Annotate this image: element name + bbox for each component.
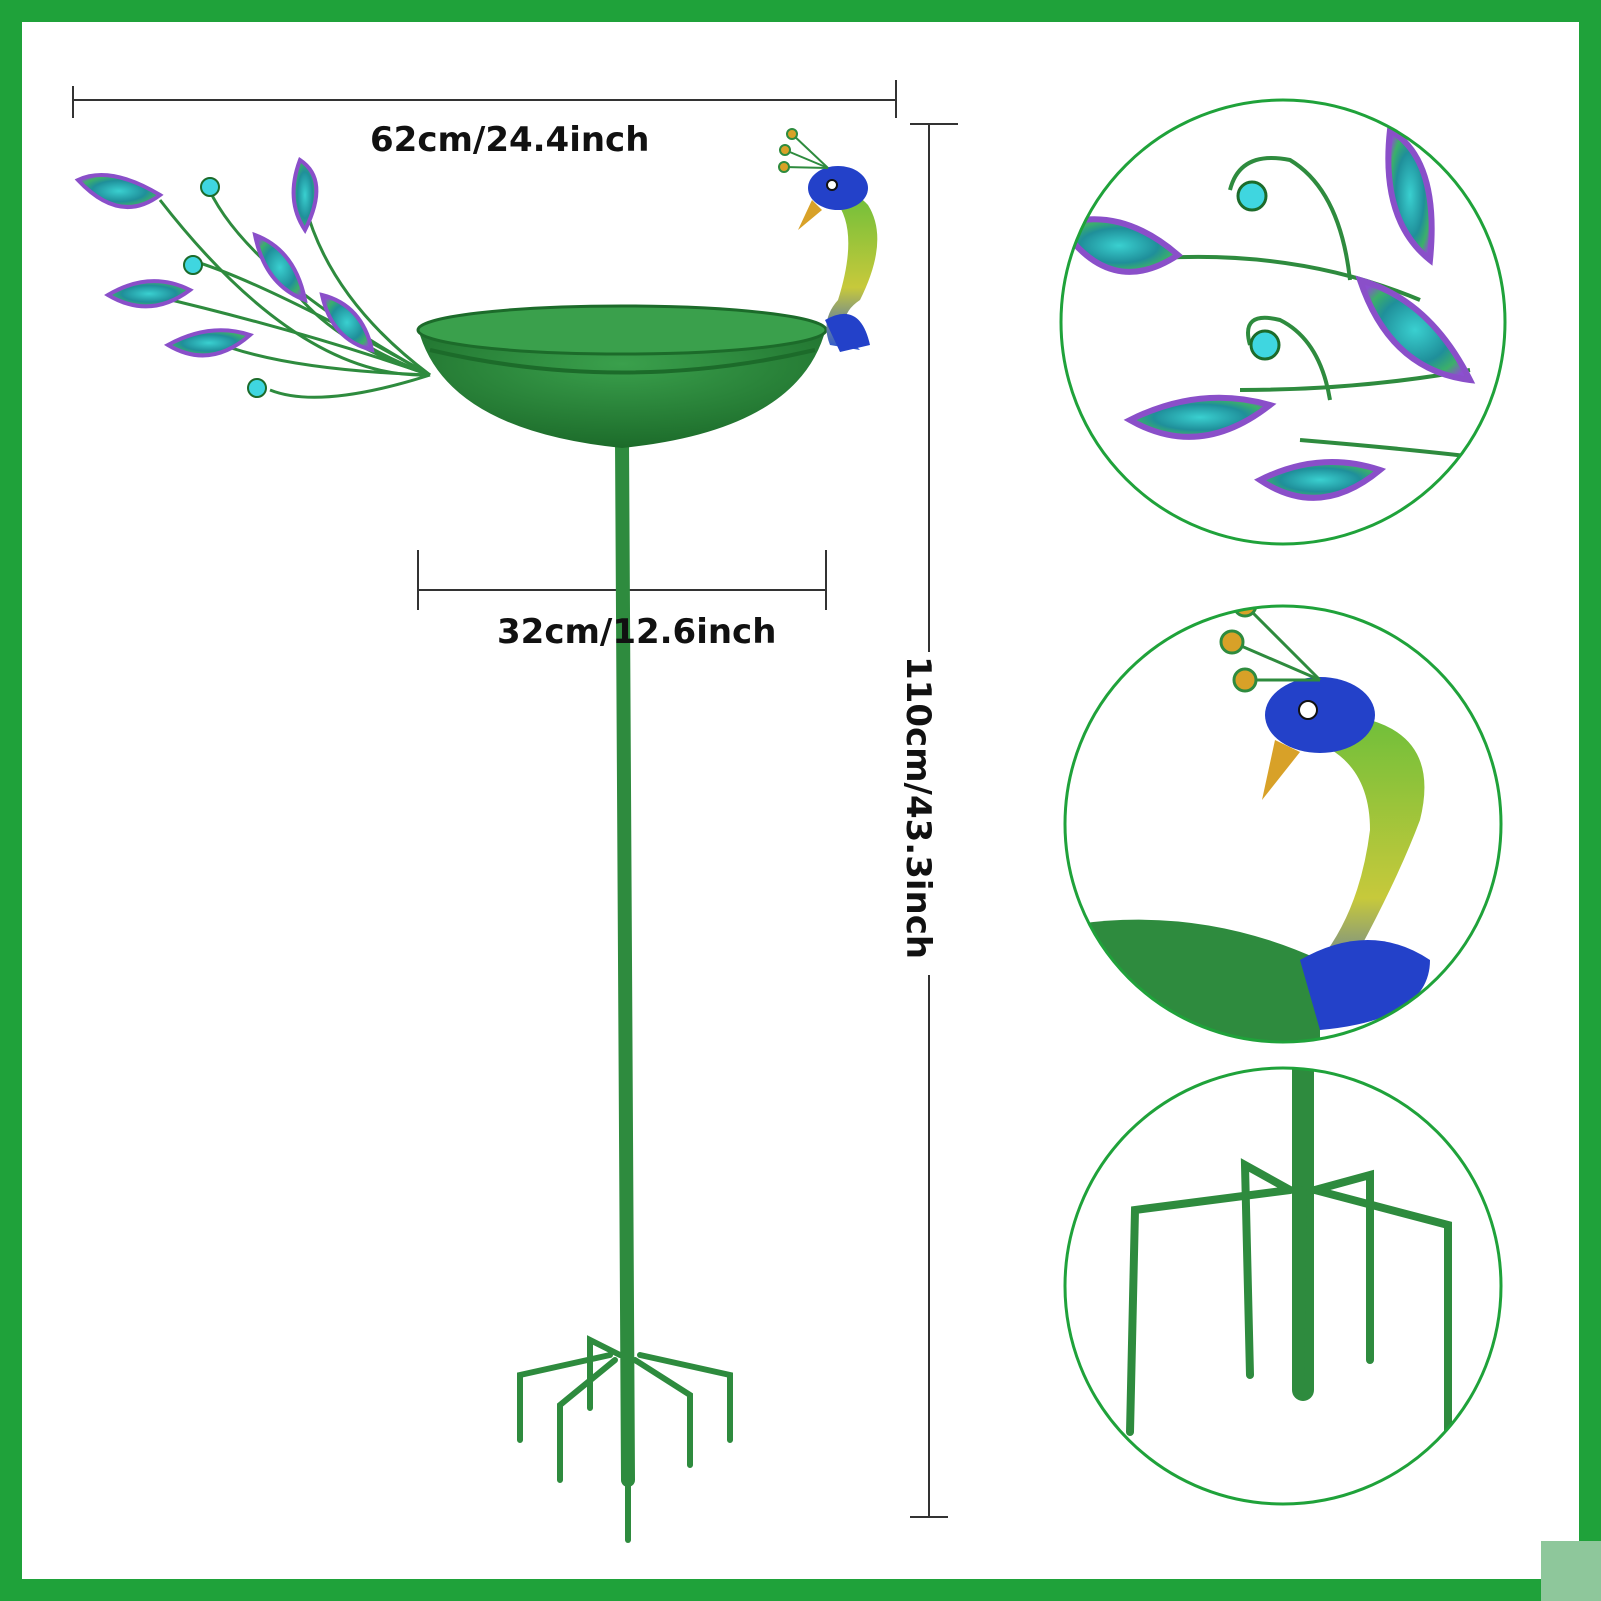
width-dimension-line bbox=[72, 80, 897, 118]
detail-head-closeup bbox=[1063, 604, 1503, 1044]
detail-tail-closeup bbox=[1059, 98, 1507, 546]
height-dimension-line bbox=[910, 123, 958, 1518]
detail-stake-closeup bbox=[1063, 1066, 1503, 1506]
tail-feathers bbox=[74, 156, 431, 399]
width-label: 62cm/24.4inch bbox=[370, 120, 650, 160]
bowl-width-label: 32cm/12.6inch bbox=[497, 612, 777, 652]
stake bbox=[517, 433, 733, 1543]
peacock-head bbox=[778, 128, 878, 352]
height-label: 110cm/43.3inch bbox=[898, 656, 938, 960]
birdbath-bowl bbox=[416, 304, 828, 448]
